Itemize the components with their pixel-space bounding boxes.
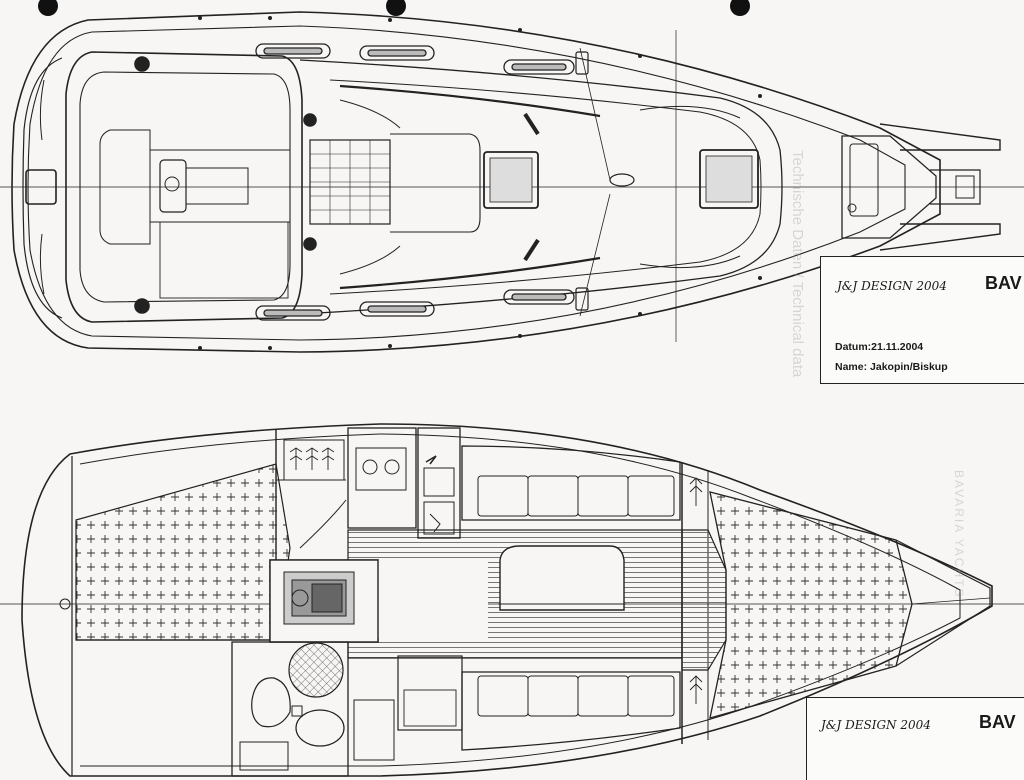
- deck-portlights: [255, 43, 575, 321]
- deck-plan: [0, 11, 1024, 353]
- binder-holes: [38, 0, 750, 16]
- designer-label: J&J DESIGN 2004: [821, 718, 931, 732]
- designer-label: J&J DESIGN 2004: [837, 279, 947, 293]
- brand-label: BAV: [985, 273, 1022, 293]
- date-label: Datum:21.11.2004: [835, 341, 924, 353]
- brand-label: BAV: [979, 712, 1016, 732]
- watermark-technical-data: Technische Daten / Technical data: [789, 150, 806, 378]
- watermark-bavaria-yachts: BAVARIA YACHTS: [952, 470, 966, 599]
- name-label: Name: Jakopin/Biskup: [835, 361, 948, 373]
- title-block-deck: J&J DESIGN 2004 BAV Datum:21.11.2004 Nam…: [820, 256, 1024, 384]
- title-block-interior: J&J DESIGN 2004 BAV: [806, 697, 1024, 780]
- interior-plan: [0, 423, 1024, 777]
